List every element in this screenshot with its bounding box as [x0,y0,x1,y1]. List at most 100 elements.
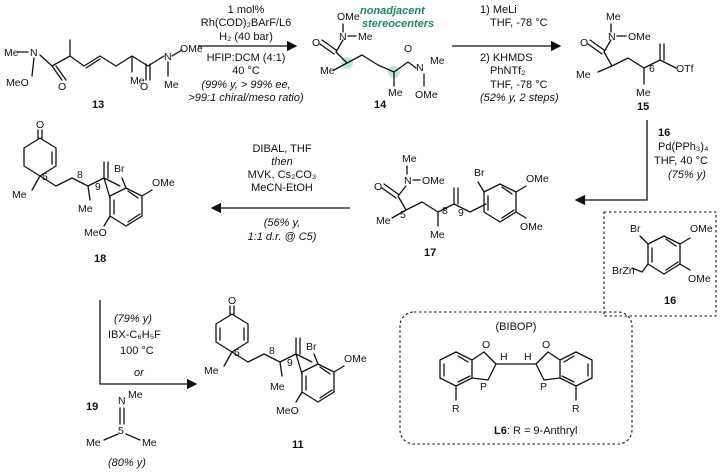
step-text: Rh(COD)₂BArF/L6 [201,17,291,29]
atom-label: MeO [276,405,299,417]
atom-label: OTf [676,63,694,75]
step-text: 16 [658,127,670,139]
compound-19-label: 19 [86,401,98,413]
compound-18-label: 18 [94,253,106,265]
step-text: THF, -78 °C [490,79,548,91]
compound-16-label: 16 [664,295,676,307]
compound-11-label: 11 [292,439,304,451]
atom-label: N [118,395,126,407]
step-text: DIBAL, THF [252,143,311,155]
step-4-conditions: DIBAL, THF then MVK, Cs₂CO₃ MeCN-EtOH (5… [248,143,317,243]
step-text: HFIP:DCM (4:1) [207,52,286,64]
atom-label: 5 [400,209,406,221]
step-text: (75% y) [668,169,706,181]
reagent-16-box [603,211,717,317]
atom-label: N [339,31,347,43]
atom-label: 8 [269,345,275,357]
atom-label: P [540,381,547,393]
compound-13-label: 13 [92,99,104,111]
step-2-conditions: 1) MeLi THF, -78 °C 2) KHMDS PhNTf₂ THF,… [480,4,559,104]
atom-label: Me [358,31,373,43]
atom-label: 6 [649,63,655,75]
bibop-title: (BIBOP) [496,321,537,333]
atom-label: Me [12,189,27,201]
step-text: MeCN-EtOH [251,182,313,194]
step-1-conditions: 1 mol% Rh(COD)₂BArF/L6 H₂ (40 bar) HFIP:… [188,4,304,104]
step-text: Pd(PPh₃)₄ [658,141,709,153]
ligand-definition: : R = 9-Anthryl [507,425,578,437]
atom-label: Me [430,55,445,67]
atom-label: O [404,43,412,55]
atom-label: 5 [234,347,240,359]
step-text: PhNTf₂ [490,65,525,77]
atom-label: N [416,62,424,74]
atom-label: Me [320,65,335,77]
atom-label: Me [164,79,179,91]
compound-18-structure: O 5 Me 8 9 Me Br OMe MeO [12,119,175,239]
step-text: (56% y, [264,217,300,229]
atom-label: N [404,175,412,187]
atom-label: H [524,351,532,363]
step-text: (79% y) [114,313,152,325]
atom-label: Me [142,437,157,449]
atom-label: N [164,51,172,63]
atom-label: Br [474,167,485,179]
step-text: 40 °C [232,65,260,77]
atom-label: O [580,37,588,49]
atom-label: 9 [287,357,293,369]
compound-14-structure: OMe N Me O Me N Me O OMe Me [312,11,445,101]
atom-label: OMe [152,177,175,189]
compound-11-structure: O 5 Me 8 9 Me Br OMe MeO [204,295,367,417]
step-text: 1) MeLi [480,4,517,16]
atom-label: OMe [344,353,367,365]
step-text: THF, -78 °C [490,17,548,29]
atom-label: Me [78,203,93,215]
atom-label: Me [128,389,143,401]
step-text: 1 mol% [228,4,265,16]
atom-label: O [228,295,236,307]
atom-label: 5 [118,425,124,437]
atom-label: MeO [6,77,29,89]
atom-label: OMe [180,43,203,55]
atom-label: Me [402,153,417,165]
atom-label: MeO [84,227,107,239]
atom-label: R [572,403,580,415]
compound-17-label: 17 [424,247,436,259]
atom-label: Br [306,341,317,353]
atom-label: Me [430,229,445,241]
compound-15-label: 15 [637,101,649,113]
bibop-caption: L6: R = 9-Anthryl [494,425,577,437]
reaction-arrow [99,300,198,390]
atom-label: Me [4,47,19,59]
step-text: >99:1 chiral/meso ratio) [188,92,304,104]
atom-label: Me [270,381,285,393]
atom-label: O [374,181,382,193]
svg-text:L6: R = 9-Anthryl: L6: R = 9-Anthryl [494,425,577,437]
atom-label: O [542,339,550,351]
atom-label: O [140,81,148,93]
atom-label: Me [576,69,591,81]
atom-label: BrZn [612,265,635,277]
step-text: H₂ (40 bar) [219,31,273,43]
atom-label: Me [376,215,391,227]
step-text: then [271,156,292,168]
atom-label: P [480,381,487,393]
atom-label: OMe [690,223,713,235]
atom-label: N [608,31,616,43]
atom-label: Br [630,223,641,235]
atom-label: OMe [520,221,543,233]
compound-14-label: 14 [374,99,387,111]
compound-19-structure: N Me 5 Me Me [86,389,157,449]
compound-15-structure: Me N OMe O Me 6 OTf Me [576,11,694,99]
note-text: stereocenters [362,18,434,30]
atom-label: 5 [42,171,48,183]
reaction-arrow [574,120,648,206]
step-text: 2) KHMDS [480,52,533,64]
atom-label: Me [130,75,145,87]
step-5-conditions: (79% y) IBX-C₆H₅F 100 °C or (80% y) [108,313,161,469]
step-text: 1:1 d.r. @ C5) [248,231,317,243]
step-text: (80% y) [108,457,146,469]
atom-label: O [482,339,490,351]
atom-label: OMe [422,175,445,187]
step-text: or [134,367,145,379]
